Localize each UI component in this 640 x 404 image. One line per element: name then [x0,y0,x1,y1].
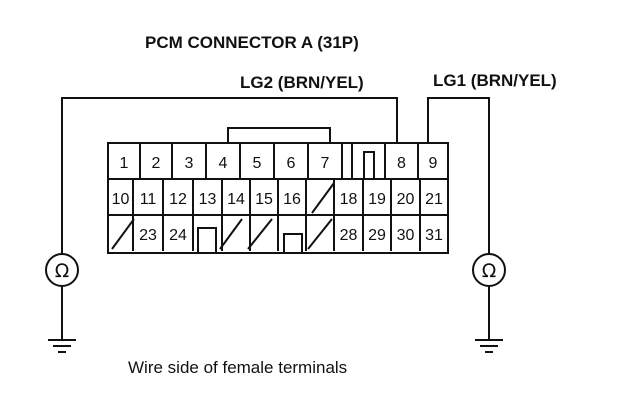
pin-label-14: 14 [227,191,245,208]
pin-label-20: 20 [397,191,415,208]
right-ohmmeter-icon: Ω [472,253,506,287]
diagram-title: PCM CONNECTOR A (31P) [145,33,359,52]
pin-label-11: 11 [140,191,157,208]
pin-label-10: 10 [112,191,130,208]
pin-label-6: 6 [287,155,296,172]
pin-label-31: 31 [425,227,443,244]
lg2-wire-label: LG2 (BRN/YEL) [240,73,364,92]
pin-label-9: 9 [429,155,438,172]
left-ohmmeter-icon: Ω [45,253,79,287]
pin-label-3: 3 [185,155,194,172]
svg-text:Ω: Ω [482,260,497,282]
pin-label-30: 30 [397,227,415,244]
pin-label-23: 23 [139,227,157,244]
pin-label-13: 13 [199,191,217,208]
pin-label-18: 18 [340,191,358,208]
pin-label-21: 21 [425,191,443,208]
pin-label-15: 15 [255,191,273,208]
caption: Wire side of female terminals [128,358,347,377]
pin-label-1: 1 [120,155,129,172]
right-ground-icon [475,339,503,353]
right-test-lead [427,97,490,340]
svg-text:Ω: Ω [55,260,70,282]
pin-label-5: 5 [253,155,262,172]
left-ground-icon [48,339,76,353]
pin-label-8: 8 [397,155,406,172]
pin-label-4: 4 [219,155,228,172]
pin-label-29: 29 [368,227,386,244]
pin-label-24: 24 [169,227,187,244]
pin-label-7: 7 [321,155,330,172]
pin-label-12: 12 [169,191,187,208]
pin-label-16: 16 [283,191,301,208]
left-test-lead [61,97,398,340]
pin-label-19: 19 [368,191,386,208]
pin-label-28: 28 [340,227,358,244]
pin-label-2: 2 [152,155,161,172]
lg1-wire-label: LG1 (BRN/YEL) [433,71,557,90]
